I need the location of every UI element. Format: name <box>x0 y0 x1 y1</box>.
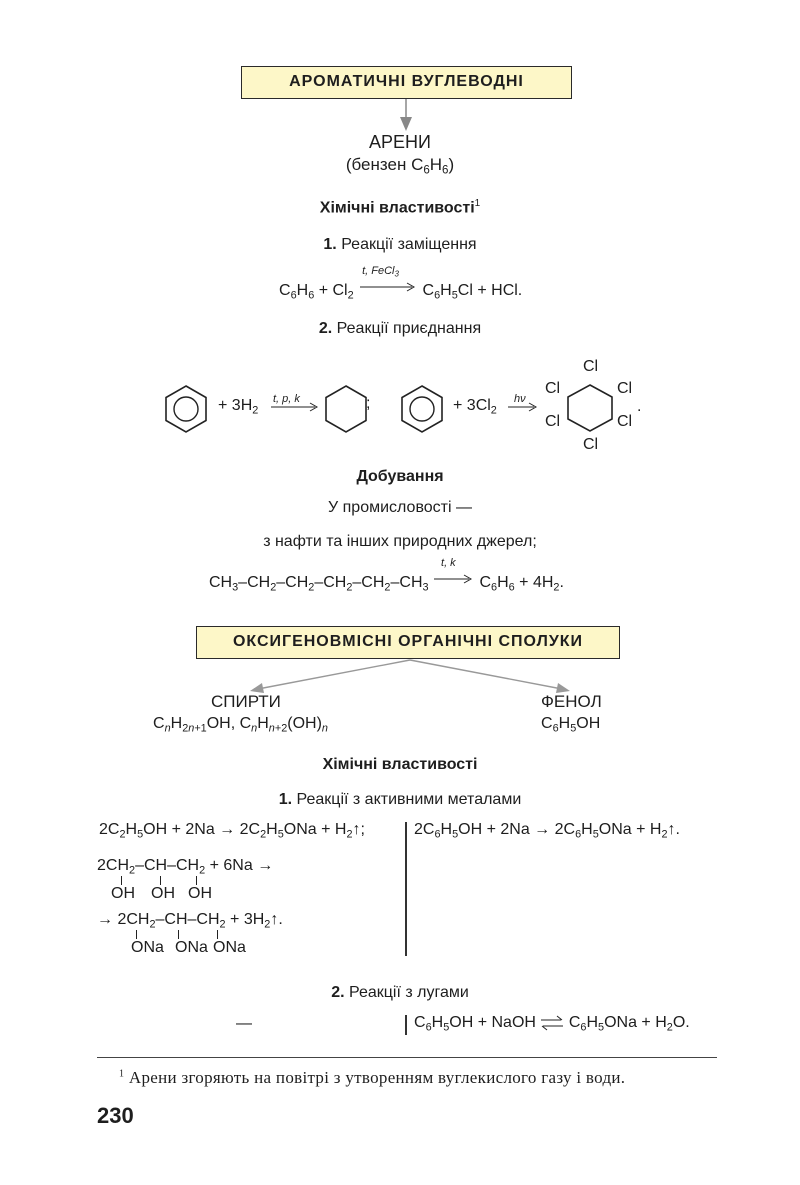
production-heading: Добування <box>356 468 444 485</box>
cl-label-bottom: Cl <box>583 436 599 453</box>
benzene-ring-icon <box>165 385 207 433</box>
period: . <box>637 398 642 415</box>
glycerate-product: → 2CH2–CH–CH2 + 3H2↑. <box>97 911 283 931</box>
oh-label-1: OH <box>111 885 135 902</box>
separator-semicolon: ; <box>366 395 371 412</box>
production-line-1: У промисловості — <box>328 499 472 516</box>
down-arrow-icon <box>400 99 412 131</box>
phenol-sodium-equation: 2C6H5OH + 2Na → 2C6H5ONa + H2↑. <box>414 821 680 841</box>
chem-props-heading-1: Хімічні властивості1 <box>319 198 481 217</box>
addition-heading: 2. Реакції приєднання <box>318 320 482 337</box>
column-divider-2 <box>405 1015 407 1035</box>
glycerol-reactant: 2CH2–CH–CH2 + 6Na → <box>97 857 274 877</box>
hexane-reforming-equation: CH3–CH2–CH2–CH2–CH2–CH3 t, k C6H6 + 4H2. <box>209 557 564 594</box>
cl-label-upper-right: Cl <box>617 380 633 397</box>
phenol-heading: ФЕНОЛ <box>541 692 602 711</box>
section-title-oxygen: ОКСИГЕНОВМІСНІ ОРГАНІЧНІ СПОЛУКИ <box>196 626 620 659</box>
section-title-aromatic: АРОМАТИЧНІ ВУГЛЕВОДНІ <box>241 66 572 99</box>
no-reaction-dash: — <box>236 1015 252 1032</box>
substitution-heading: 1. Реакції заміщення <box>323 236 477 253</box>
cl-label-upper-left: Cl <box>545 380 561 397</box>
footnote: 1 Арени згоряють на повітрі з утворенням… <box>119 1068 626 1087</box>
cyclohexane-ring-icon <box>325 385 367 433</box>
reaction-arrow-icon <box>271 402 319 412</box>
benzene-formula: (бензен C6H6) <box>345 155 455 177</box>
footnote-rule <box>97 1057 717 1058</box>
ona-label-1: ONa <box>131 939 164 956</box>
ona-label-2: ONa <box>175 939 208 956</box>
hydrogenation-condition: t, p, k <box>273 393 300 405</box>
cl-label-lower-right: Cl <box>617 413 633 430</box>
benzene-ring-icon-2 <box>401 385 443 433</box>
ona-label-3: ONa <box>213 939 246 956</box>
cl-label-lower-left: Cl <box>545 413 561 430</box>
ethanol-sodium-equation: 2C2H5OH + 2Na → 2C2H5ONa + H2↑; <box>99 821 365 841</box>
metals-heading: 1. Реакції з активними металами <box>278 791 522 808</box>
alcohols-formula: CnH2n+1OH, CnHn+2(OH)n <box>153 715 328 735</box>
oh-label-3: OH <box>188 885 212 902</box>
equilibrium-arrow-icon <box>541 1015 564 1031</box>
oh-label-2: OH <box>151 885 175 902</box>
arenes-heading: АРЕНИ <box>369 132 431 152</box>
reaction-arrow-icon-2 <box>508 402 538 412</box>
uv-condition: hν <box>514 393 526 405</box>
page-number: 230 <box>97 1103 134 1128</box>
branch-arrows-icon <box>250 659 570 693</box>
phenol-naoh-equation: C6H5OH + NaOH C6H5ONa + H2O. <box>414 1014 690 1034</box>
chem-props-heading-2: Хімічні властивості <box>322 756 478 773</box>
cl2-reagent: + 3Cl2 <box>453 397 497 417</box>
alkali-heading: 2. Реакції з лугами <box>331 984 469 1001</box>
production-line-2: з нафти та інших природних джерел; <box>263 533 537 550</box>
substitution-equation: C6H6 + Cl2 t, FeCl3 C6H5Cl + HCl. <box>279 265 523 302</box>
phenol-formula: C6H5OH <box>541 715 601 735</box>
column-divider <box>405 822 407 956</box>
alcohols-heading: СПИРТИ <box>211 692 281 711</box>
hexachlorocyclohexane-icon <box>567 384 613 432</box>
cl-label-top: Cl <box>583 358 599 375</box>
h2-reagent: + 3H2 <box>218 397 259 417</box>
